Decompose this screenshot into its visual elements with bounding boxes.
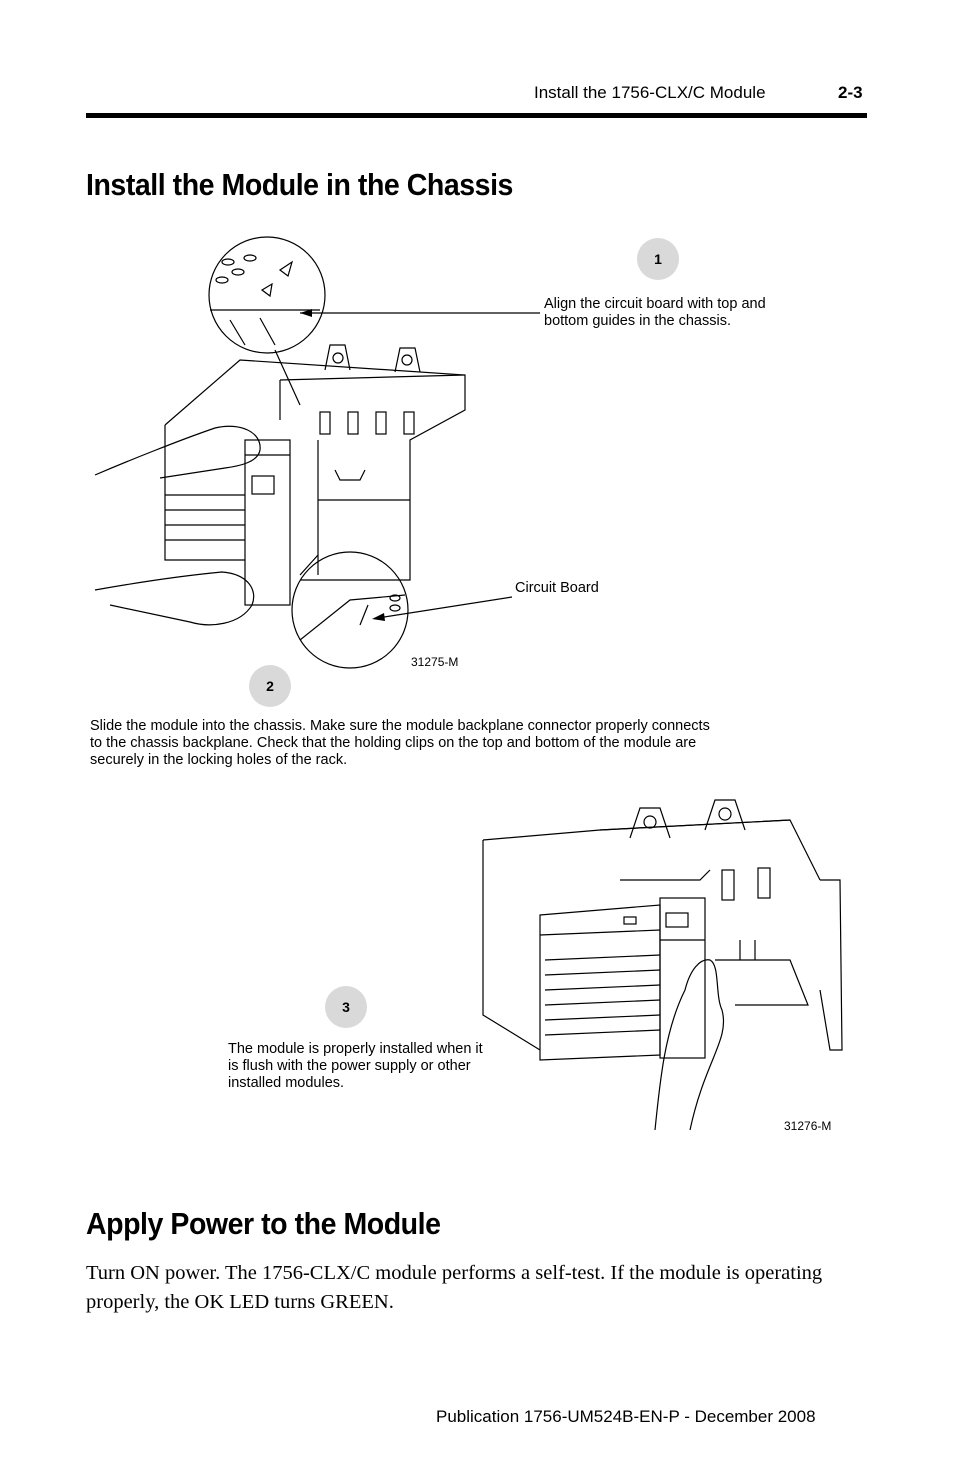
- section-heading-install: Install the Module in the Chassis: [86, 167, 513, 202]
- publication-footer: Publication 1756-UM524B-EN-P - December …: [436, 1407, 816, 1426]
- running-header-title: Install the 1756-CLX/C Module: [534, 83, 766, 102]
- figure-2-id: 31276-M: [784, 1119, 832, 1133]
- section-heading-apply-power: Apply Power to the Module: [86, 1206, 441, 1241]
- page-number: 2-3: [838, 83, 863, 102]
- circuit-board-label: Circuit Board: [515, 580, 599, 596]
- step-3-caption: The module is properly installed when it…: [228, 1041, 483, 1091]
- step-2-caption: Slide the module into the chassis. Make …: [90, 718, 710, 768]
- figure-1-id: 31275-M: [411, 655, 459, 669]
- apply-power-paragraph: Turn ON power. The 1756-CLX/C module per…: [86, 1262, 823, 1313]
- step-3-badge: 3: [325, 986, 367, 1028]
- step-2-badge: 2: [249, 665, 291, 707]
- header-rule: [86, 113, 867, 118]
- step-1-caption: Align the circuit board with top and bot…: [544, 296, 766, 329]
- step-1-badge: 1: [637, 238, 679, 280]
